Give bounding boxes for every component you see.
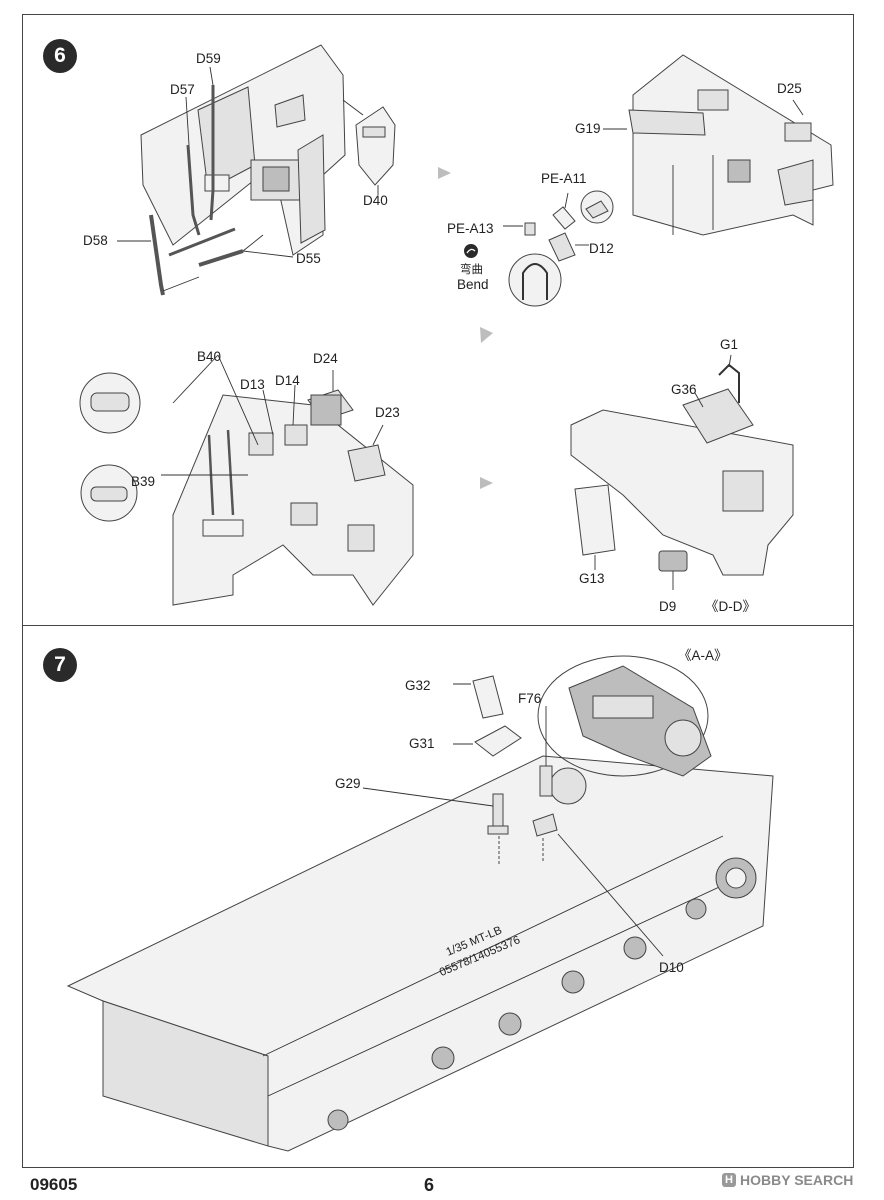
watermark-text: HOBBY SEARCH: [740, 1172, 854, 1188]
label-G31: G31: [409, 736, 435, 751]
label-view-AA: 《A-A》: [678, 648, 728, 663]
label-F76: F76: [518, 691, 541, 706]
label-G32: G32: [405, 678, 431, 693]
label-D9: D9: [659, 599, 676, 614]
label-G1: G1: [720, 337, 738, 352]
label-B40: B40: [197, 349, 221, 364]
flow-arrow-2: [480, 327, 493, 343]
label-D10: D10: [659, 960, 684, 975]
label-D13: D13: [240, 377, 265, 392]
assembly-bottom-right: [570, 354, 794, 590]
pe-detail: [503, 190, 614, 307]
step-6-diagram: D59 D57 D58 D55 D40 G19 D25: [79, 44, 834, 614]
step-6-panel: 6: [22, 14, 854, 626]
label-D14: D14: [275, 373, 300, 388]
label-D12: D12: [589, 241, 614, 256]
label-D23: D23: [375, 405, 400, 420]
step-7-diagram: 《A-A》 G32 F76 G31 G29 D10 1/35 MT-LB 055…: [66, 648, 774, 1152]
assembly-top-left: [117, 44, 396, 296]
label-bend-en: Bend: [457, 277, 489, 292]
label-G29: G29: [335, 776, 361, 791]
transmission: [568, 665, 712, 777]
flow-arrow-3: [480, 477, 493, 489]
hull-floor: [66, 655, 774, 1152]
assembly-bottom-left: [79, 354, 414, 606]
label-G19: G19: [575, 121, 601, 136]
step-6-badge: 6: [43, 39, 77, 73]
catalog-number: 09605: [30, 1175, 78, 1194]
label-G36: G36: [671, 382, 697, 397]
page-number: 6: [424, 1175, 435, 1195]
label-B39: B39: [131, 474, 155, 489]
label-D59: D59: [196, 51, 221, 66]
step-7-badge: 7: [43, 648, 77, 682]
label-D24: D24: [313, 351, 338, 366]
g32-g31-g29-f76-d10: [362, 675, 664, 957]
label-view-DD: 《D-D》: [705, 599, 756, 614]
bend-icon: [464, 244, 478, 258]
label-G13: G13: [579, 571, 605, 586]
label-D40: D40: [363, 193, 388, 208]
label-bend-cn: 弯曲: [460, 262, 483, 276]
watermark: H HOBBY SEARCH: [722, 1172, 853, 1188]
assembly-top-right: [603, 54, 834, 236]
label-D57: D57: [170, 82, 195, 97]
flow-arrow-1: [438, 167, 451, 179]
label-PE-A11: PE-A11: [541, 171, 587, 186]
label-D25: D25: [777, 81, 802, 96]
step-7-panel: 7: [22, 626, 854, 1168]
label-D58: D58: [83, 233, 108, 248]
label-PE-A13: PE-A13: [447, 221, 494, 236]
label-D55: D55: [296, 251, 321, 266]
watermark-badge: H: [722, 1173, 736, 1187]
